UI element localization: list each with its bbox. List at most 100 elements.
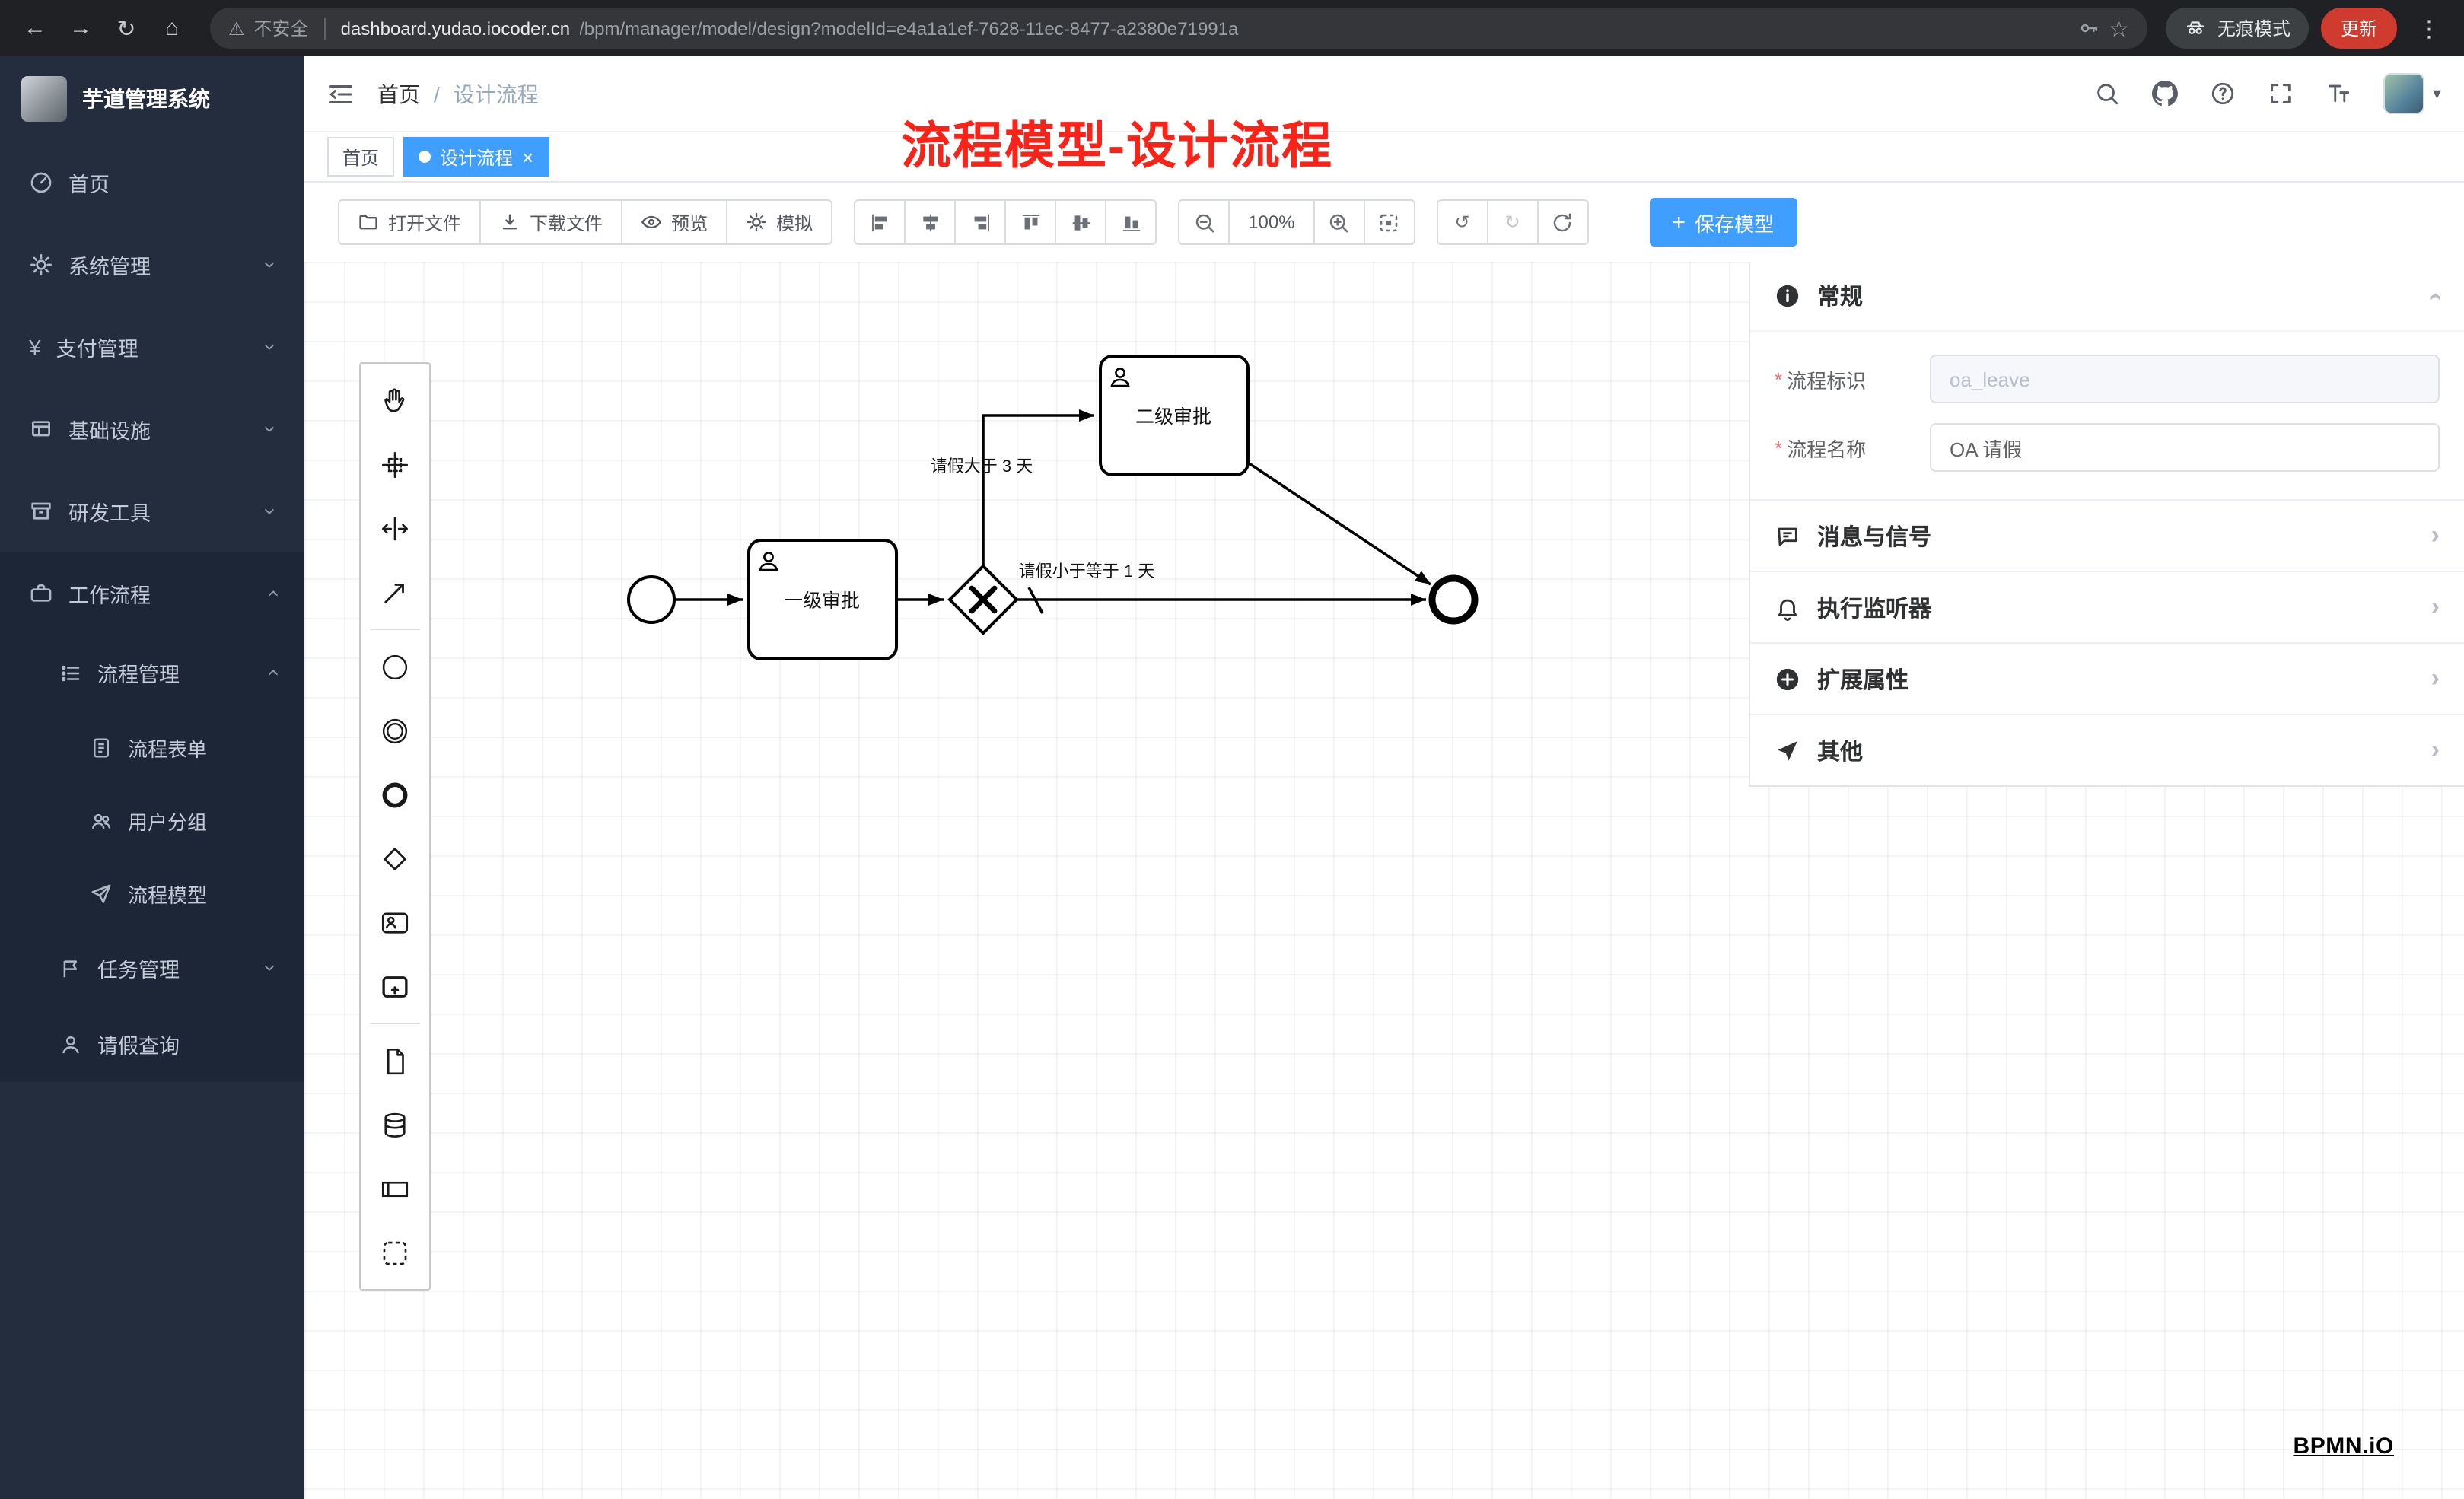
person-icon: [62, 1035, 79, 1053]
message-icon: [1778, 527, 1797, 546]
chevron-right-icon: ›: [2431, 520, 2440, 549]
hand-tool[interactable]: [361, 368, 429, 432]
align-middle-icon: [1071, 215, 1090, 230]
sidebar-item-process-form[interactable]: 流程表单: [0, 711, 304, 784]
section-listener-header[interactable]: 执行监听器 ›: [1750, 572, 2464, 642]
sidebar-fold-icon[interactable]: [327, 80, 355, 107]
flow-task2-to-end[interactable]: [1247, 461, 1431, 586]
create-end-event[interactable]: [361, 762, 429, 826]
section-other-header[interactable]: 其他 ›: [1750, 715, 2464, 785]
end-event[interactable]: [1428, 574, 1479, 625]
sidebar-item-home[interactable]: 首页: [0, 142, 304, 224]
user-task-level1[interactable]: 一级审批: [747, 539, 898, 660]
restart-button[interactable]: [1536, 199, 1589, 245]
url-bar[interactable]: ⚠ 不安全 dashboard.yudao.iocoder.cn /bpm/ma…: [210, 8, 2147, 49]
space-tool[interactable]: [361, 496, 429, 560]
end-event-icon: [382, 781, 408, 807]
zoom-value: 100%: [1248, 212, 1295, 233]
avatar: [2383, 73, 2425, 114]
simulate-button[interactable]: 模拟: [726, 199, 833, 245]
sidebar-item-system[interactable]: 系统管理 ›: [0, 224, 304, 306]
flow-label-le[interactable]: 请假小于等于 1 天: [1019, 562, 1154, 581]
close-icon[interactable]: ×: [522, 145, 534, 168]
create-group[interactable]: [361, 1221, 429, 1284]
exclusive-gateway[interactable]: [947, 564, 1019, 635]
process-name-input[interactable]: [1930, 423, 2440, 472]
align-top-button[interactable]: [1004, 199, 1057, 245]
open-file-button[interactable]: 打开文件: [338, 199, 482, 245]
bpmn-canvas[interactable]: 一级审批 二级审批 请假大于 3 天 请假小于等于 1 天: [304, 262, 2464, 1499]
bookmark-star-icon[interactable]: ☆: [2109, 16, 2129, 42]
user-task-icon: [381, 912, 409, 933]
bpmn-io-logo[interactable]: BPMN.iO: [2293, 1434, 2394, 1459]
create-data-object[interactable]: [361, 1029, 429, 1093]
preview-button[interactable]: 预览: [621, 199, 728, 245]
align-top-icon: [1021, 214, 1039, 229]
security-label[interactable]: 不安全: [253, 18, 309, 40]
browser-update-button[interactable]: 更新: [2320, 8, 2397, 49]
search-icon[interactable]: [2095, 81, 2121, 107]
browser-reload-icon[interactable]: ↻: [116, 16, 136, 42]
flow-label-gt[interactable]: 请假大于 3 天: [931, 457, 1033, 476]
flow-gateway-to-task2[interactable]: [982, 409, 1094, 566]
lasso-tool[interactable]: [361, 432, 429, 496]
start-event[interactable]: [627, 575, 676, 624]
create-user-task[interactable]: [361, 890, 429, 954]
toolbox-icon: [31, 502, 51, 520]
sidebar-item-process-model[interactable]: 流程模型: [0, 857, 304, 930]
sidebar-item-process-management[interactable]: 流程管理 ›: [0, 635, 304, 711]
pool-icon: [381, 1180, 409, 1197]
user-task-level2[interactable]: 二级审批: [1099, 355, 1250, 476]
process-key-input[interactable]: [1930, 355, 2440, 403]
redo-button[interactable]: ↻: [1486, 199, 1539, 245]
sidebar: 芋道管理系统 首页 系统管理 › ¥ 支付管理 › 基础设施 › 研发工具 ›: [0, 56, 304, 1499]
password-key-icon[interactable]: [2077, 17, 2099, 40]
zoom-in-button[interactable]: [1313, 199, 1365, 245]
tag-home[interactable]: 首页: [327, 137, 395, 177]
github-icon[interactable]: [2152, 81, 2179, 107]
align-center-button[interactable]: [904, 199, 957, 245]
app-logo[interactable]: 芋道管理系统: [0, 56, 304, 142]
align-bottom-icon: [1122, 215, 1140, 231]
align-right-button[interactable]: [954, 199, 1007, 245]
align-left-button[interactable]: [854, 199, 906, 245]
create-start-event[interactable]: [361, 635, 429, 699]
section-ext-header[interactable]: 扩展属性 ›: [1750, 644, 2464, 714]
user-menu[interactable]: ▾: [2383, 73, 2441, 114]
create-call-activity[interactable]: [361, 954, 429, 1018]
breadcrumb-home[interactable]: 首页: [377, 81, 420, 106]
browser-home-icon[interactable]: ⌂: [164, 15, 180, 41]
create-participant[interactable]: [361, 1157, 429, 1221]
browser-back-icon[interactable]: ←: [24, 15, 46, 41]
download-file-button[interactable]: 下载文件: [479, 199, 623, 245]
create-data-store[interactable]: [361, 1093, 429, 1157]
section-message-header[interactable]: 消息与信号 ›: [1750, 501, 2464, 571]
zoom-out-button[interactable]: [1178, 199, 1230, 245]
default-flow-slash: [1027, 587, 1044, 614]
sidebar-item-workflow[interactable]: 工作流程 ›: [0, 552, 304, 635]
align-bottom-button[interactable]: [1105, 199, 1157, 245]
tag-design-process[interactable]: 设计流程 ×: [403, 137, 549, 177]
sidebar-item-leave-query[interactable]: 请假查询: [0, 1006, 304, 1082]
sidebar-item-infrastructure[interactable]: 基础设施 ›: [0, 388, 304, 470]
browser-forward-icon[interactable]: →: [69, 15, 92, 41]
bpmn-diagram[interactable]: 一级审批 二级审批 请假大于 3 天 请假小于等于 1 天: [304, 262, 1765, 1114]
send-icon: [1778, 740, 1797, 760]
create-intermediate-event[interactable]: [361, 699, 429, 762]
global-connect-tool[interactable]: [361, 560, 429, 624]
gear-icon: [747, 212, 766, 232]
help-icon[interactable]: [2211, 81, 2236, 107]
sidebar-item-devtools[interactable]: 研发工具 ›: [0, 470, 304, 552]
font-size-icon[interactable]: [2326, 81, 2352, 107]
browser-menu-kebab-icon[interactable]: ⋮: [2418, 16, 2440, 42]
align-middle-button[interactable]: [1055, 199, 1107, 245]
undo-button[interactable]: ↺: [1436, 199, 1488, 245]
save-model-button[interactable]: + 保存模型: [1649, 198, 1797, 247]
sidebar-item-task-management[interactable]: 任务管理 ›: [0, 930, 304, 1006]
section-general-header[interactable]: 常规 ›: [1750, 262, 2464, 332]
sidebar-item-user-group[interactable]: 用户分组: [0, 784, 304, 857]
fullscreen-icon[interactable]: [2268, 81, 2294, 107]
create-gateway[interactable]: [361, 826, 429, 890]
sidebar-item-payment[interactable]: ¥ 支付管理 ›: [0, 306, 304, 388]
zoom-reset-button[interactable]: [1363, 199, 1415, 245]
